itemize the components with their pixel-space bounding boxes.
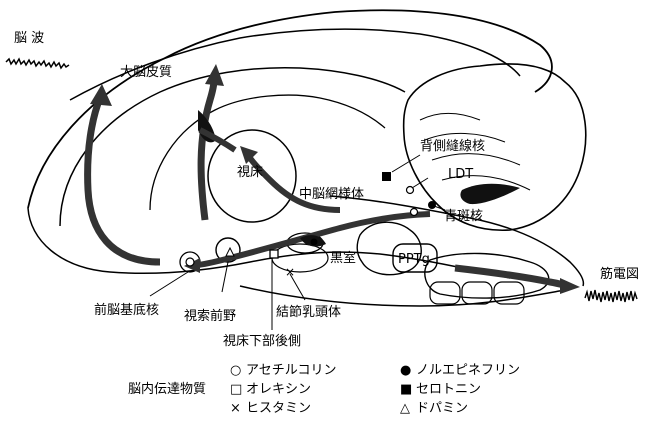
label-cortex: 大脳皮質 — [120, 65, 172, 80]
label-raphe: 背側縫線核 — [420, 138, 485, 154]
label-preoptic: 視索前野 — [184, 308, 236, 324]
label-locus-coeruleus: 青斑核 — [444, 209, 483, 224]
leader-basal-forebrain — [150, 272, 188, 296]
legend-label-acetylcholine: アセチルコリン — [246, 363, 336, 378]
pathway-ascending-front — [88, 98, 160, 262]
eeg-label: 脳 波 — [14, 31, 44, 46]
dopamine-marker-dot — [311, 239, 318, 246]
emg-trace — [585, 290, 637, 302]
legend-label-norepinephrine: ノルエピネフリン — [416, 363, 520, 378]
orexin-marker — [270, 250, 278, 258]
legend-label-histamine: ヒスタミン — [246, 401, 311, 416]
label-ldt: LDT — [448, 167, 473, 182]
legend-symbol-histamine: × — [230, 401, 241, 416]
pathway-lc-wedge — [460, 184, 520, 204]
pathway-arrowhead-cortex — [205, 64, 224, 86]
medulla-segment-2 — [462, 282, 492, 304]
legend: 脳内伝達物質 ○ アセチルコリン □ オレキシン × ヒスタミン ● ノルエピネ… — [128, 363, 520, 416]
label-thalamus: 視床 — [237, 165, 263, 180]
label-basal-forebrain: 前脳基底核 — [94, 302, 159, 318]
leader-raphe — [392, 155, 420, 172]
leader-ldt — [412, 178, 428, 188]
cortex-outline — [28, 10, 552, 208]
legend-symbol-norepinephrine: ● — [400, 363, 411, 378]
legend-symbol-acetylcholine: ○ — [230, 363, 241, 378]
label-reticular: 中脳網様体 — [299, 187, 364, 202]
acetylcholine-marker-pptg — [411, 209, 418, 216]
legend-symbol-serotonin: ■ — [400, 382, 412, 397]
label-tuberomammillary: 結節乳頭体 — [276, 305, 341, 320]
histamine-marker: × — [285, 265, 295, 279]
medulla-segment-1 — [430, 282, 460, 304]
label-substantia-nigra: 黒室 — [330, 250, 356, 266]
legend-symbol-dopamine: △ — [400, 401, 410, 416]
serotonin-marker — [382, 172, 391, 181]
legend-label-dopamine: ドパミン — [416, 401, 468, 416]
label-lateral-hypothalamus: 視床下部後側 — [223, 334, 301, 349]
label-pptg: PPTg — [398, 252, 430, 267]
emg-label: 筋電図 — [600, 266, 639, 282]
legend-label-serotonin: セロトニン — [416, 382, 481, 397]
hypothalamus-shape — [272, 244, 328, 272]
norepinephrine-marker — [428, 201, 436, 209]
legend-label-orexin: オレキシン — [246, 382, 311, 397]
pathway-to-cortex — [201, 80, 214, 220]
eeg-trace — [6, 59, 69, 68]
dopamine-marker — [226, 248, 234, 256]
legend-symbol-orexin: □ — [230, 382, 242, 397]
legend-title: 脳内伝達物質 — [128, 381, 206, 397]
acetylcholine-marker-forebrain — [186, 258, 194, 266]
pathway-arrowhead-spinal — [560, 278, 580, 294]
